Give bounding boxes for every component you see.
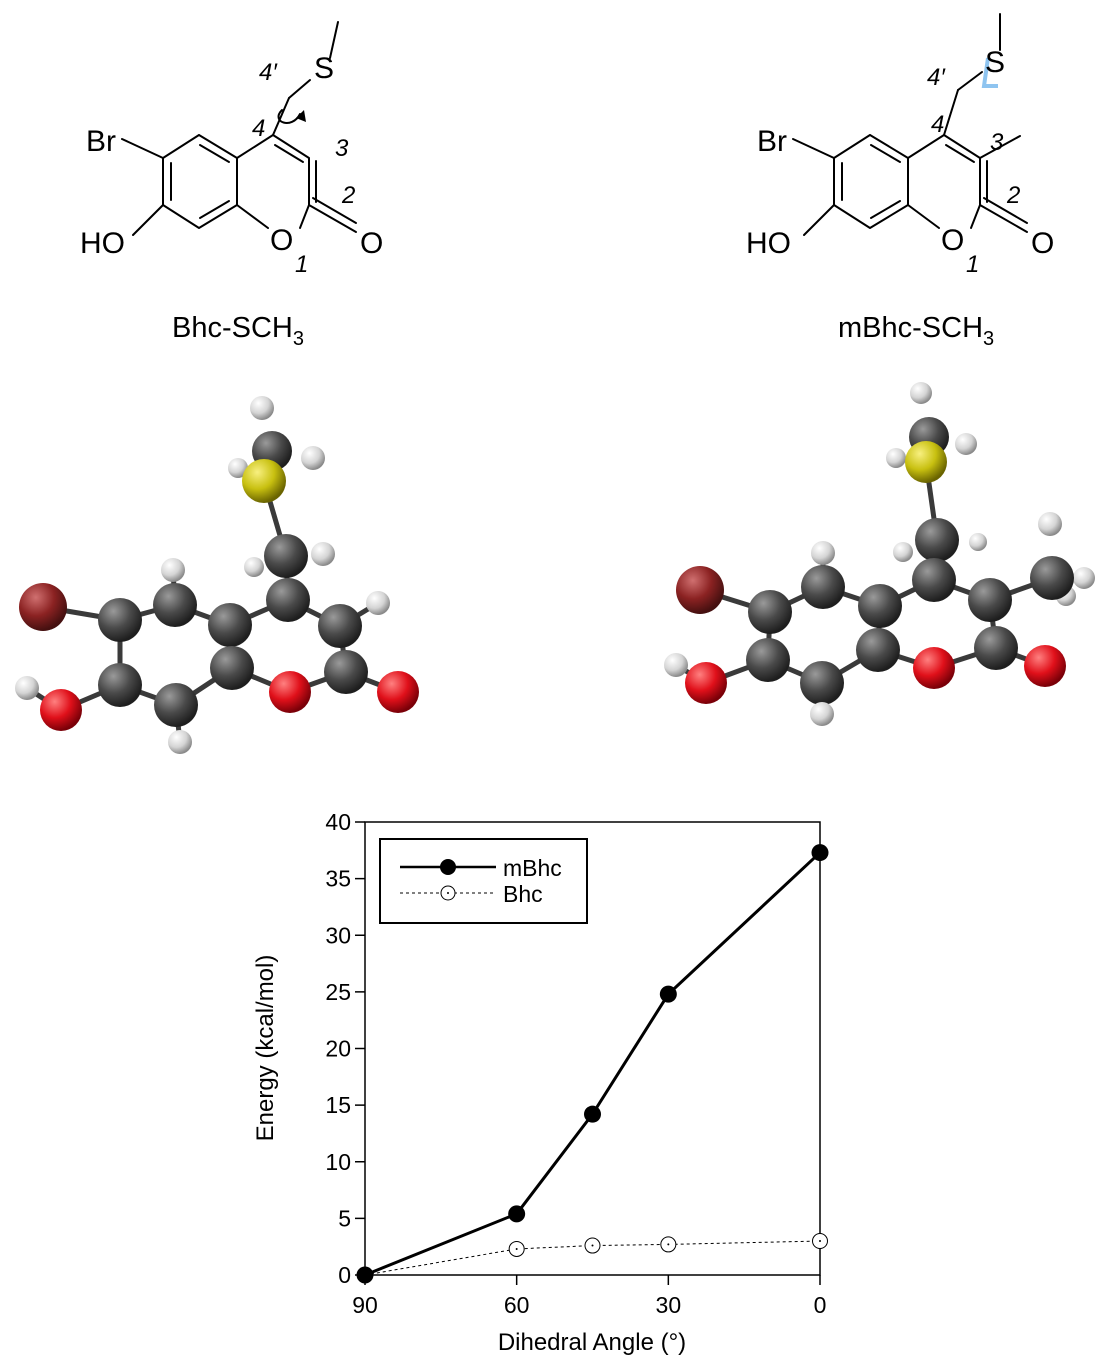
x-axis-ticks: 90 60 30 0 xyxy=(352,1275,826,1318)
mbhc-data-point xyxy=(659,985,677,1003)
series-layer xyxy=(356,844,829,1284)
x-tick-label: 0 xyxy=(814,1292,827,1318)
ring-oxygen-label: O xyxy=(270,224,293,257)
mbhc-structure: Br HO O O S 1 2 3 4 4′ mBhc-SCH3 xyxy=(746,13,1054,350)
y-axis-ticks: 0 5 10 15 20 25 30 35 40 xyxy=(325,809,365,1288)
bhc-structure: Br HO O O S 1 2 3 4 4′ Bhc-SCH3 xyxy=(80,21,383,350)
mbhc-data-point xyxy=(356,1266,374,1284)
y-tick-label: 10 xyxy=(325,1149,351,1175)
bhc-data-point-center xyxy=(819,1240,821,1243)
mbhc-position-2-label: 2 xyxy=(1006,182,1020,209)
position-3-label: 3 xyxy=(335,135,349,162)
legend-mbhc-label: mBhc xyxy=(503,855,562,881)
x-tick-label: 90 xyxy=(352,1292,378,1318)
position-4prime-label: 4′ xyxy=(259,59,278,86)
bhc-data-point-center xyxy=(515,1247,518,1250)
mbhc-name: mBhc-SCH3 xyxy=(838,312,994,350)
y-tick-label: 30 xyxy=(325,922,351,948)
bhc-data-point-center xyxy=(667,1243,670,1246)
x-axis-label: Dihedral Angle (°) xyxy=(498,1329,686,1356)
energy-chart: 0 5 10 15 20 25 30 35 40 90 60 30 0 Dihedral Angle … xyxy=(252,809,829,1356)
y-tick-label: 5 xyxy=(338,1205,351,1231)
bhc-data-point-center xyxy=(591,1244,594,1247)
x-tick-label: 60 xyxy=(504,1292,530,1318)
carbonyl-oxygen-label: O xyxy=(360,227,383,260)
hydroxyl-label: HO xyxy=(80,227,125,260)
mbhc-data-point xyxy=(584,1105,601,1123)
y-tick-label: 40 xyxy=(325,809,351,835)
y-tick-label: 15 xyxy=(325,1092,351,1118)
mbhc-data-point xyxy=(508,1205,526,1223)
x-tick-label: 30 xyxy=(656,1292,682,1318)
sulfur-label: S xyxy=(314,52,334,85)
legend: mBhc Bhc xyxy=(379,838,588,924)
position-4-label: 4 xyxy=(252,115,265,142)
bhc-3d-model xyxy=(15,396,419,754)
y-tick-label: 35 xyxy=(325,866,351,892)
mbhc-hydroxyl-label: HO xyxy=(746,227,791,260)
y-tick-label: 25 xyxy=(325,979,351,1005)
mbhc-position-1-label: 1 xyxy=(966,251,979,278)
mbhc-sulfur-label: S xyxy=(985,46,1005,79)
mbhc-carbonyl-oxygen-label: O xyxy=(1031,227,1054,260)
mbhc-position-4-label: 4 xyxy=(931,111,944,138)
mbhc-3d-model xyxy=(664,382,1095,726)
y-tick-label: 0 xyxy=(338,1262,351,1288)
legend-bhc-label: Bhc xyxy=(503,881,543,907)
mbhc-position-3-label: 3 xyxy=(990,129,1004,156)
y-axis-label: Energy (kcal/mol) xyxy=(252,955,279,1142)
position-1-label: 1 xyxy=(295,251,308,278)
bhc-name: Bhc-SCH3 xyxy=(172,312,304,350)
mbhc-bromine-label: Br xyxy=(757,125,787,158)
y-tick-label: 20 xyxy=(325,1036,351,1062)
mbhc-data-point xyxy=(811,844,829,862)
bromine-label: Br xyxy=(86,125,116,158)
legend-mbhc-marker xyxy=(440,859,456,875)
mbhc-position-4prime-label: 4′ xyxy=(927,64,946,91)
position-2-label: 2 xyxy=(341,182,355,209)
mbhc-ring-oxygen-label: O xyxy=(941,224,964,257)
